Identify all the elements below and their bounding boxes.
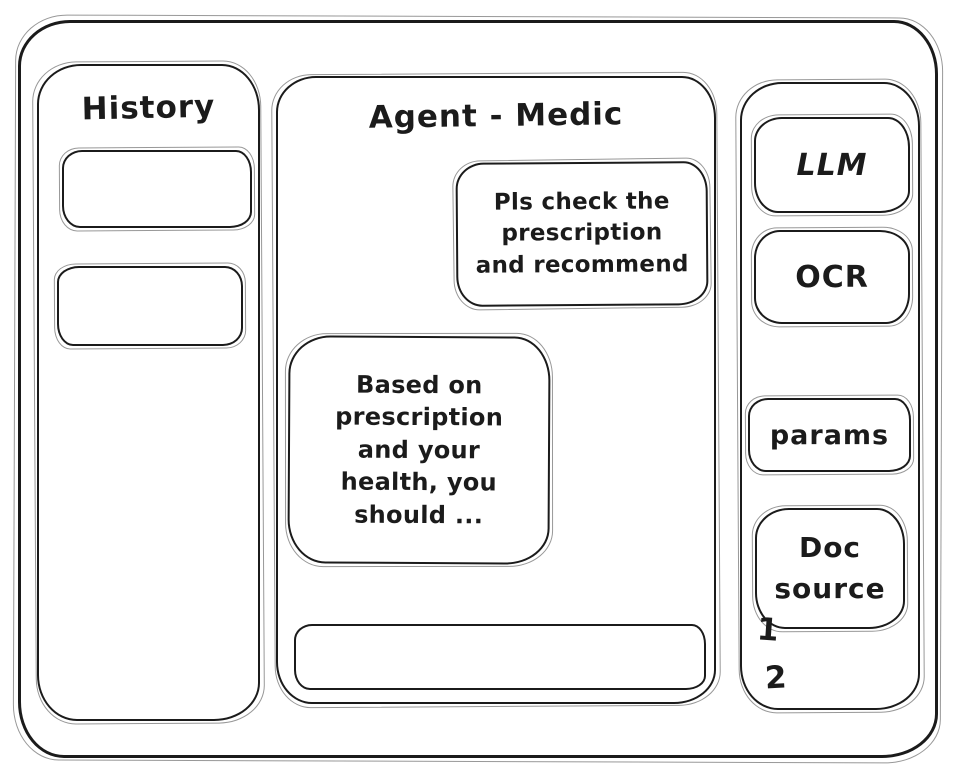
llm-button[interactable]: LLM (754, 117, 910, 213)
doc-source-button[interactable]: Doc source (755, 508, 905, 629)
chat-input[interactable] (294, 624, 706, 690)
chat-message-user: Pls check the prescription and recommend (455, 161, 709, 307)
tools-panel: LLM OCR params Doc source 1 2 (740, 82, 920, 710)
history-panel-title: History (81, 88, 216, 128)
history-item[interactable] (62, 150, 252, 228)
history-panel: History (37, 64, 260, 721)
chat-panel-title: Agent - Medic (368, 96, 624, 136)
history-item[interactable] (57, 266, 243, 346)
ocr-button[interactable]: OCR (754, 230, 910, 324)
chat-message-assistant: Based on prescription and your health, y… (287, 335, 551, 565)
chat-panel: Agent - Medic Pls check the prescription… (276, 76, 716, 704)
doc-source-item-2[interactable]: 2 (764, 659, 788, 697)
doc-source-item-1[interactable]: 1 (755, 611, 780, 649)
params-button[interactable]: params (748, 398, 911, 472)
